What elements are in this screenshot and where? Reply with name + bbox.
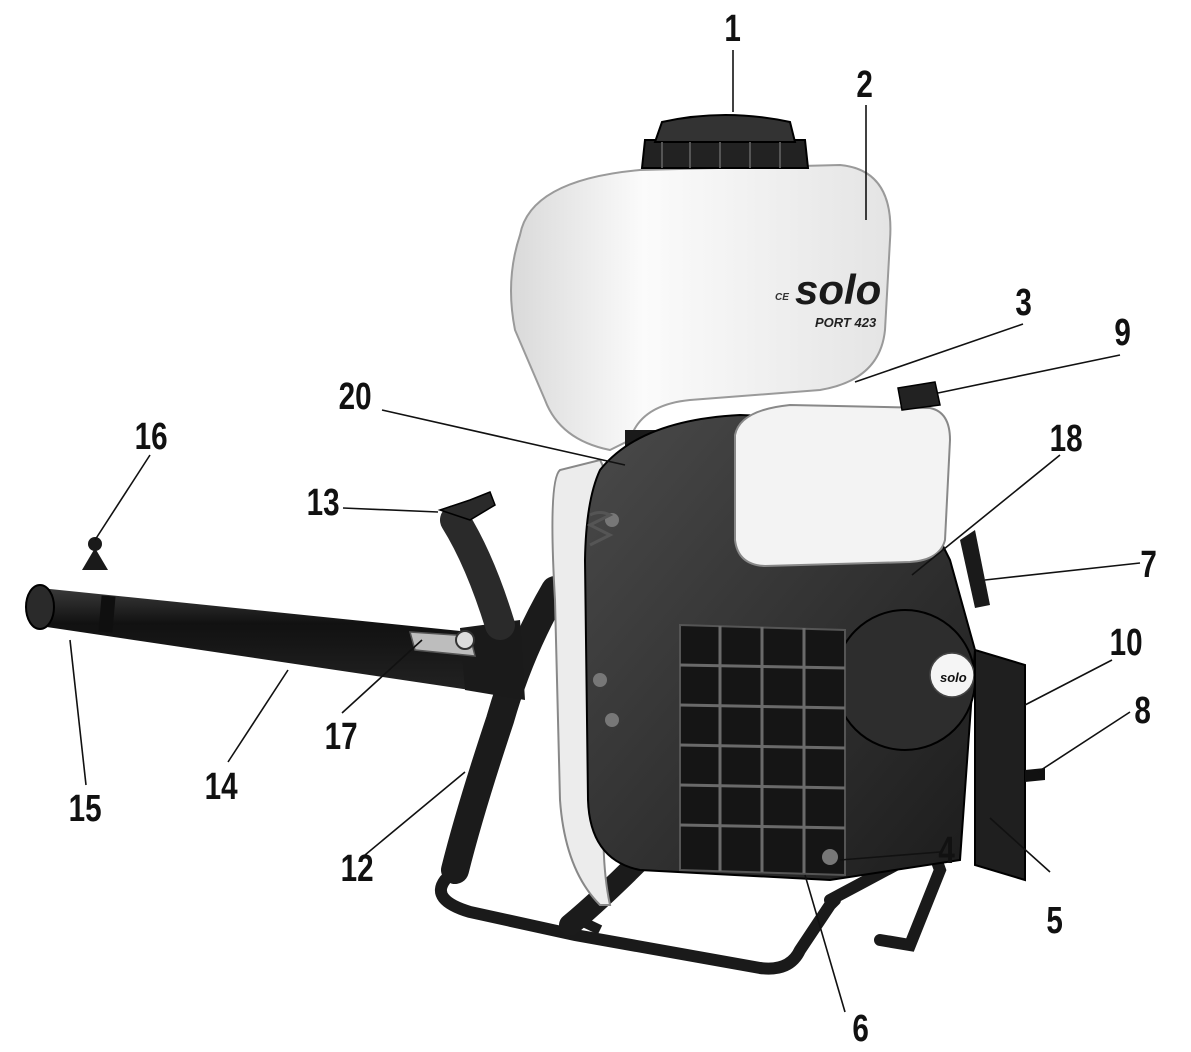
leader-9 (937, 354, 1121, 394)
callout-14: 14 (204, 766, 238, 808)
callout-18: 18 (1049, 418, 1083, 460)
callout-17: 17 (324, 716, 358, 758)
leader-3 (854, 323, 1024, 383)
leader-20 (381, 409, 626, 466)
leader-8 (1037, 711, 1131, 773)
leader-17 (341, 639, 423, 714)
leader-15 (69, 639, 87, 786)
leader-13 (342, 507, 439, 513)
leader-14 (227, 669, 289, 763)
callout-10: 10 (1109, 622, 1143, 664)
tank-branding: CE solo PORT 423 solo (775, 266, 967, 685)
callout-5: 5 (1046, 900, 1063, 942)
leader-lines (69, 50, 1141, 1013)
callout-13: 13 (306, 482, 340, 524)
callout-15: 15 (68, 788, 102, 830)
ce-mark: CE (775, 292, 789, 303)
callout-3: 3 (1015, 282, 1032, 324)
leader-16 (94, 454, 151, 541)
callout-2: 2 (856, 64, 873, 106)
protective-grille (679, 623, 846, 877)
leader-18 (911, 454, 1061, 576)
callout-7: 7 (1140, 544, 1157, 586)
callout-20: 20 (338, 376, 372, 418)
tank-brand-logo: solo (795, 266, 881, 313)
callout-8: 8 (1134, 690, 1151, 732)
leader-6 (804, 874, 846, 1013)
cover-brand-logo: solo (940, 670, 967, 685)
callout-9: 9 (1114, 312, 1131, 354)
leader-5 (989, 817, 1051, 873)
callout-16: 16 (134, 416, 168, 458)
callout-6: 6 (852, 1008, 869, 1050)
tank-model-label: PORT 423 (815, 315, 877, 330)
blower-tube (25, 537, 525, 700)
engine-housing (583, 381, 1045, 882)
leader-7 (984, 562, 1141, 581)
callout-4: 4 (938, 830, 955, 872)
callout-12: 12 (340, 848, 374, 890)
leader-12 (364, 771, 466, 856)
leader-10 (1024, 659, 1113, 706)
callout-1: 1 (724, 8, 741, 50)
dosing-hose (437, 491, 515, 640)
leader-4 (839, 851, 941, 861)
